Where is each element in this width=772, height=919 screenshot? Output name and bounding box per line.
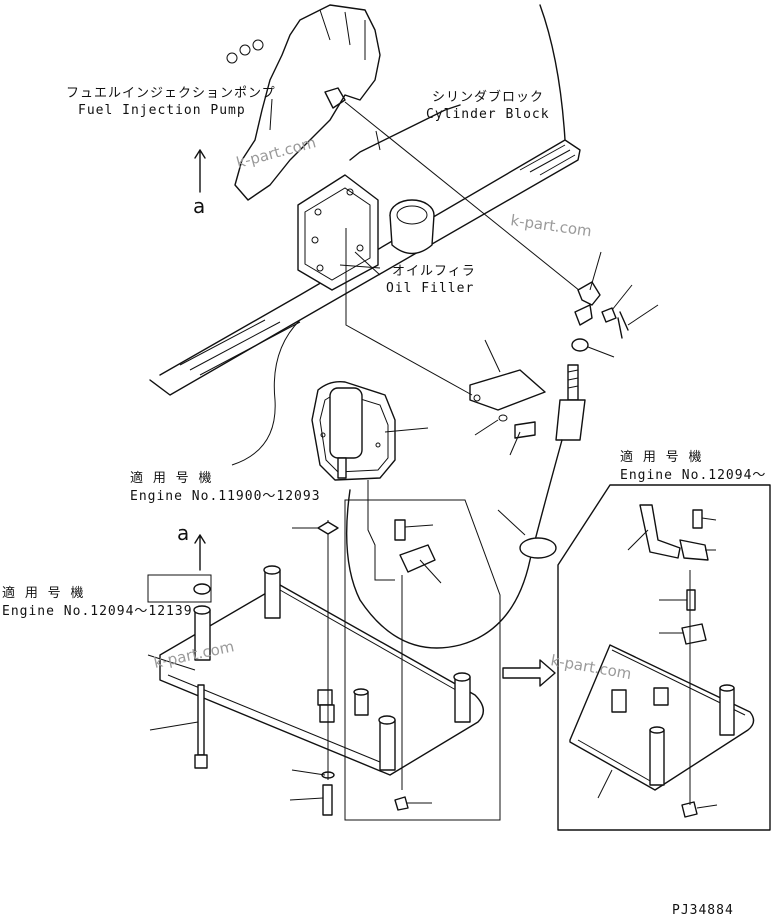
nut-part (601, 307, 617, 323)
spacer-posts (193, 565, 471, 771)
oil-filter-housing (311, 380, 396, 481)
cover-bracket (469, 369, 546, 439)
bottom-bolts (321, 771, 409, 816)
bolt-right (686, 589, 696, 611)
engine-range-label-3: Engine No.12094～ (620, 468, 766, 483)
oil-filler-jp-label: オイルフィラ (392, 264, 476, 279)
applicable-label-1: 適 用 号 機 (130, 470, 212, 486)
washer-part (571, 338, 589, 352)
applicable-label-3: 適 用 号 機 (620, 449, 702, 465)
view-a-arrow (194, 534, 206, 571)
oil-filler-en-label: Oil Filler (386, 281, 474, 296)
pipe-right (639, 504, 681, 559)
drain-pipe (367, 480, 395, 581)
applicable-label-2: 適 用 号 機 (2, 585, 84, 601)
view-arrow (502, 659, 556, 687)
oil-filler-cap (389, 199, 435, 255)
oil-pipe (344, 101, 586, 296)
cylinder-block-jp-label: シリンダブロック (432, 89, 544, 105)
leader-lines (147, 98, 718, 809)
washer-plate (317, 521, 339, 535)
oil-sensor (555, 364, 586, 441)
cylinder-block (149, 4, 581, 396)
engine-range-label-1: Engine No.11900～12093 (130, 489, 321, 504)
view-a-label-top: a (193, 194, 205, 218)
watermark: k-part.com (509, 211, 592, 240)
variant-box (147, 574, 212, 603)
fuel-pump-jp-label: フュエルインジェクションポンプ (66, 86, 276, 101)
base-plate-right (569, 644, 755, 791)
fuel-injection-pump (226, 4, 381, 201)
drawing-code: PJ34884 (672, 903, 734, 918)
cable-clamp (519, 537, 557, 559)
engine-range-label-2: Engine No.12094～12139 (2, 604, 193, 619)
elbow-fitting (574, 281, 601, 326)
sender-part (399, 544, 436, 573)
detail-frame (344, 499, 501, 821)
fuel-pump-en-label: Fuel Injection Pump (78, 103, 246, 118)
view-a-label-left: a (177, 521, 189, 545)
long-bolt (194, 684, 208, 769)
detail-frame-right (557, 484, 771, 831)
watermark: k-part.com (234, 133, 318, 172)
washer-part (193, 583, 211, 595)
leader-line (231, 319, 301, 466)
bracket-right (681, 623, 707, 645)
sensor-cable (345, 439, 563, 649)
sender-right (679, 539, 709, 561)
clip-part (617, 311, 629, 339)
oil-filler-bracket (297, 174, 379, 291)
view-a-arrow (194, 149, 206, 193)
cylinder-block-en-label: Cylinder Block (426, 107, 550, 122)
bolt-part (394, 519, 406, 541)
leader-line (345, 228, 473, 396)
bolt-right (692, 509, 703, 529)
